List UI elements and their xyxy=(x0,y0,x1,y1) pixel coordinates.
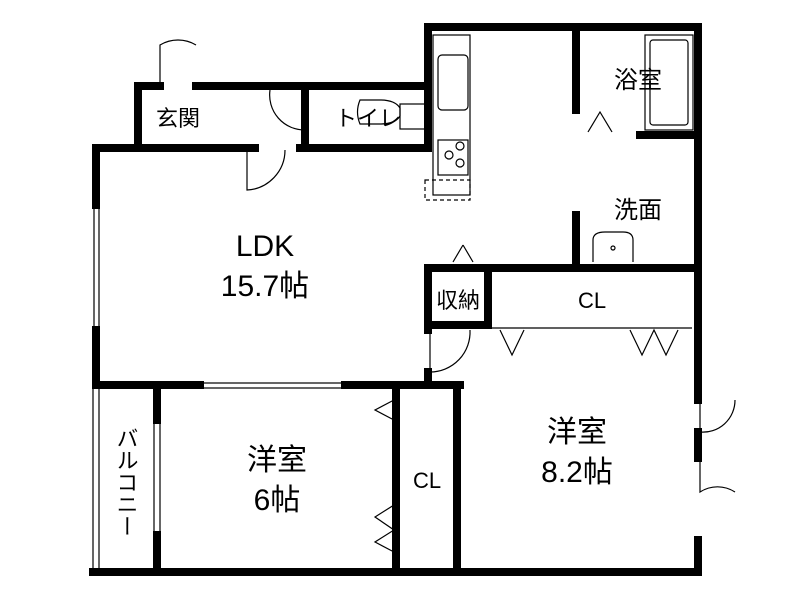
label-western-small: 洋室 xyxy=(247,444,307,477)
room-labels: 玄関 トイレ 浴室 洗面 LDK 15.7帖 収納 CL 洋室 6帖 CL 洋室… xyxy=(114,67,663,537)
label-closet-top: CL xyxy=(578,288,606,313)
label-western-small-size: 6帖 xyxy=(254,484,301,517)
fixtures xyxy=(92,34,736,572)
label-genkan: 玄関 xyxy=(156,106,200,131)
label-balcony: バルコニー xyxy=(114,427,139,537)
label-toilet: トイレ xyxy=(335,106,401,131)
label-ldk: LDK xyxy=(236,230,294,263)
stove-icon xyxy=(437,139,469,176)
label-western-large-size: 8.2帖 xyxy=(541,456,613,489)
kitchen-counter xyxy=(432,34,471,196)
label-ldk-size: 15.7帖 xyxy=(221,270,309,303)
washbasin-icon xyxy=(592,231,634,262)
label-bath: 浴室 xyxy=(614,67,662,94)
walls xyxy=(89,23,702,576)
label-storage: 収納 xyxy=(436,288,480,313)
bathtub-icon xyxy=(644,34,694,131)
label-washroom: 洗面 xyxy=(614,197,662,224)
label-western-large: 洋室 xyxy=(547,416,607,449)
sink-icon xyxy=(437,54,469,111)
label-closet-small: CL xyxy=(413,468,441,493)
toilet-icon xyxy=(356,99,401,125)
